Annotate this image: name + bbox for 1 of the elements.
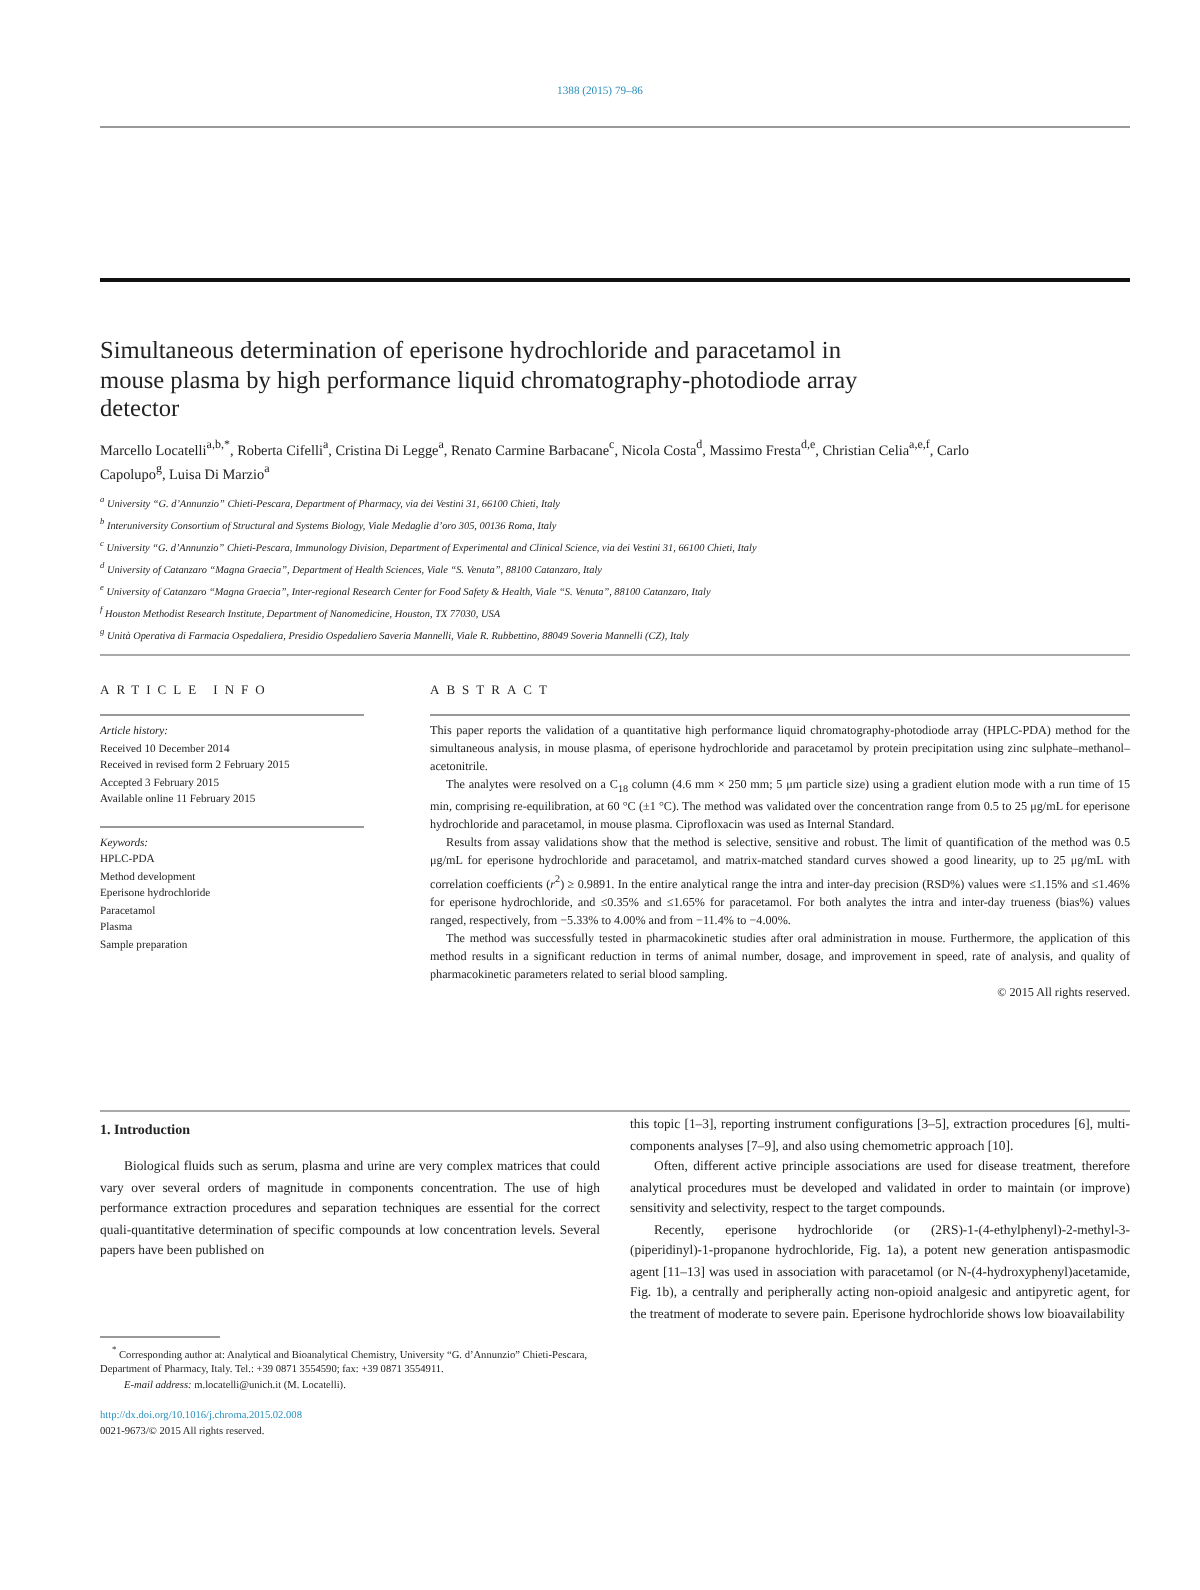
article-title: Simultaneous determination of eperisone hydrochloride and paracetamol in mouse plasma by high performance liquid chromatography-photodiode array detector — [100, 336, 860, 423]
